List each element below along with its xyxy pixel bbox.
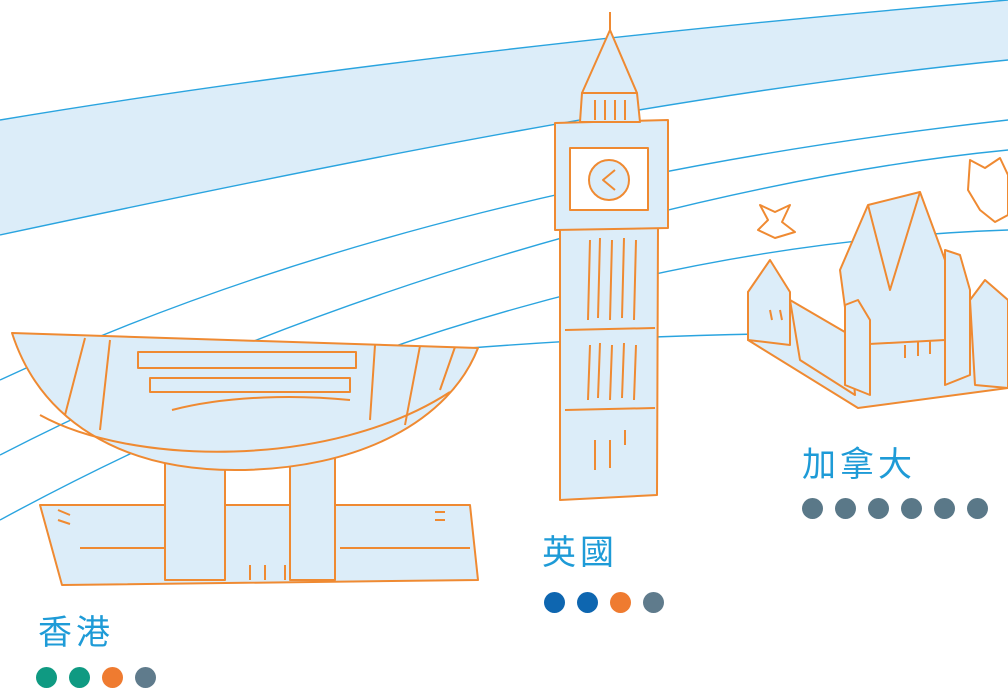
maple-leaf-icon xyxy=(757,204,796,239)
maple-leaf-icon xyxy=(967,157,1008,223)
hk-pillar xyxy=(164,454,226,581)
clock-face xyxy=(588,159,630,201)
hk-base xyxy=(39,504,479,586)
chateau-frontenac-illustration xyxy=(747,157,1008,409)
chateau-right-tower xyxy=(944,249,971,386)
chateau-turret xyxy=(844,299,871,396)
rating-dot xyxy=(868,498,889,519)
rating-dot xyxy=(901,498,922,519)
rating-dot xyxy=(544,592,565,613)
spire xyxy=(581,29,638,94)
destination-label-canada: 加拿大 xyxy=(802,445,916,485)
rating-dot xyxy=(102,667,123,688)
rating-dot xyxy=(643,592,664,613)
destination-label-uk: 英國 xyxy=(542,533,618,573)
chateau-left-wing xyxy=(789,299,856,396)
rating-dot xyxy=(36,667,57,688)
rating-dot xyxy=(967,498,988,519)
chateau-far-right-tower xyxy=(969,279,1008,389)
rating-dot xyxy=(577,592,598,613)
rating-dot xyxy=(69,667,90,688)
belfry xyxy=(579,92,641,123)
hk-roof xyxy=(11,332,479,471)
route-line xyxy=(0,59,1008,236)
big-ben-illustration xyxy=(554,12,669,501)
destination-rating-uk xyxy=(544,592,664,613)
rating-dot xyxy=(934,498,955,519)
destination-rating-hong-kong xyxy=(36,667,156,688)
route-band-shade xyxy=(0,0,1008,235)
rating-dot xyxy=(802,498,823,519)
rating-dot xyxy=(135,667,156,688)
rating-dot xyxy=(610,592,631,613)
hong-kong-convention-centre-illustration xyxy=(11,332,479,586)
route-line xyxy=(0,119,1008,381)
destination-rating-canada xyxy=(802,498,988,519)
rating-dot xyxy=(835,498,856,519)
destination-label-hong-kong: 香港 xyxy=(38,613,114,653)
hk-pillar xyxy=(289,454,336,581)
route-line xyxy=(0,0,1008,121)
chateau-left-tower xyxy=(747,259,791,346)
